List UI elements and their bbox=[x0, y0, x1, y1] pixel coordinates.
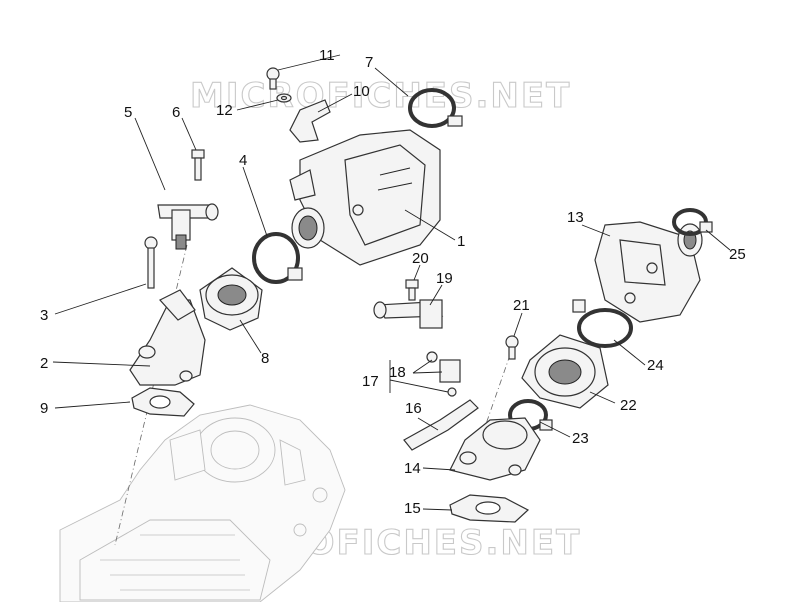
intake-rubber-part-22 bbox=[521, 334, 609, 409]
bracket-part-16 bbox=[403, 399, 479, 451]
screw-part-11 bbox=[266, 67, 280, 90]
injector-part-19 bbox=[373, 299, 444, 329]
callout-18: 18 bbox=[389, 364, 406, 381]
callout-7: 7 bbox=[365, 54, 373, 71]
callout-8: 8 bbox=[261, 350, 269, 367]
callout-22: 22 bbox=[620, 397, 637, 414]
screw-part-21 bbox=[505, 335, 519, 360]
hose-clamp-part-25 bbox=[672, 208, 713, 236]
callout-6: 6 bbox=[172, 104, 180, 121]
callout-3: 3 bbox=[40, 307, 48, 324]
engine-block-drawing bbox=[59, 404, 346, 602]
hose-clamp-part-7 bbox=[408, 88, 463, 128]
callout-14: 14 bbox=[404, 460, 421, 477]
gasket-part-15 bbox=[449, 494, 530, 523]
callout-16: 16 bbox=[405, 400, 422, 417]
callout-11: 11 bbox=[319, 47, 335, 64]
callout-17: 17 bbox=[362, 373, 379, 390]
callout-12: 12 bbox=[216, 102, 233, 119]
fittings-part-18 bbox=[426, 351, 461, 397]
hose-clamp-part-4 bbox=[252, 232, 303, 284]
screw-part-6 bbox=[191, 149, 205, 181]
callout-25: 25 bbox=[729, 246, 746, 263]
callout-21: 21 bbox=[513, 297, 530, 314]
screw-part-20 bbox=[405, 279, 419, 301]
callout-20: 20 bbox=[412, 250, 429, 267]
hose-clamp-part-24 bbox=[572, 299, 633, 348]
callout-4: 4 bbox=[239, 152, 247, 169]
leader-lines bbox=[52, 54, 731, 511]
throttle-body-part-13 bbox=[594, 221, 703, 323]
callout-15: 15 bbox=[404, 500, 421, 517]
callout-24: 24 bbox=[647, 357, 664, 374]
gasket-part-9 bbox=[131, 387, 195, 417]
intake-manifold-part-2 bbox=[129, 289, 206, 386]
callout-13: 13 bbox=[567, 209, 584, 226]
callout-5: 5 bbox=[124, 104, 132, 121]
throttle-body-part-1 bbox=[289, 129, 441, 266]
callout-10: 10 bbox=[353, 83, 370, 100]
callout-19: 19 bbox=[436, 270, 453, 287]
callout-9: 9 bbox=[40, 400, 48, 417]
intake-manifold-part-14 bbox=[449, 417, 541, 481]
intake-rubber-part-8 bbox=[199, 267, 263, 331]
callout-23: 23 bbox=[572, 430, 589, 447]
injector-part-5 bbox=[157, 203, 219, 250]
washer-part-12 bbox=[276, 93, 292, 103]
watermark-top: MICROFICHES.NET bbox=[190, 76, 571, 116]
screw-part-3 bbox=[144, 236, 158, 289]
callout-2: 2 bbox=[40, 355, 48, 372]
callout-1: 1 bbox=[457, 233, 465, 250]
